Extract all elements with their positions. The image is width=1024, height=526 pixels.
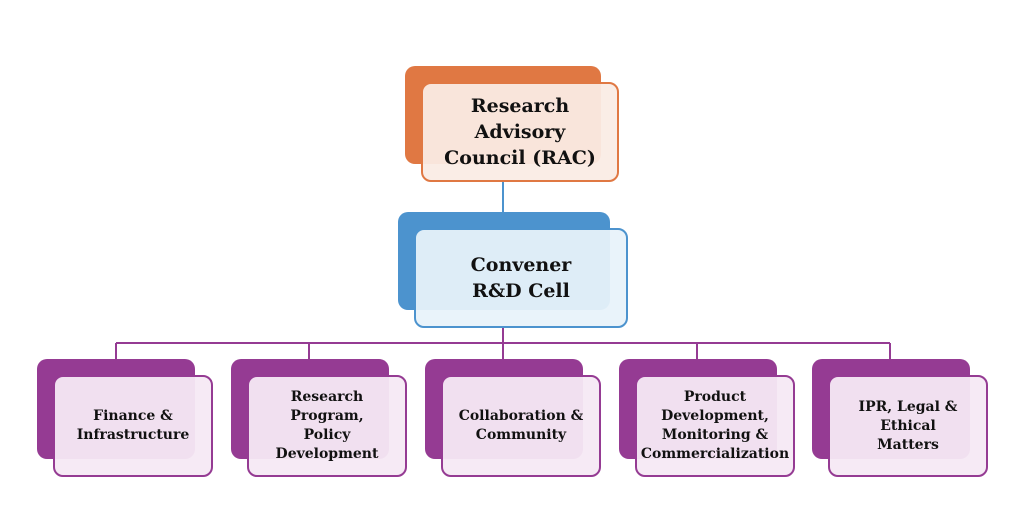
node-label: IPR, Legal & Ethical Matters bbox=[828, 375, 988, 477]
node-label: Convener R&D Cell bbox=[414, 228, 628, 328]
node-label: Collaboration & Community bbox=[441, 375, 601, 477]
node-label: Product Development, Monitoring & Commer… bbox=[635, 375, 795, 477]
node-label: Research Program, Policy Development bbox=[247, 375, 407, 477]
node-label: Finance & Infrastructure bbox=[53, 375, 213, 477]
node-label: Research Advisory Council (RAC) bbox=[421, 82, 619, 182]
